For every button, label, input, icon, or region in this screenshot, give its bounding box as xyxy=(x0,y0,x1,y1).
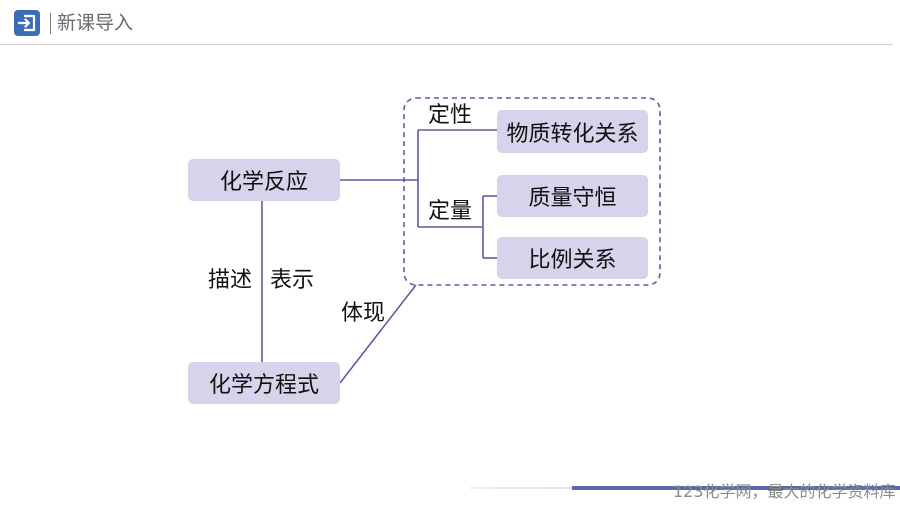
label-qualitative: 定性 xyxy=(428,103,473,128)
header-divider xyxy=(0,44,893,45)
node-substance-transformation: 物质转化关系 xyxy=(497,110,648,153)
label-embody: 体现 xyxy=(341,301,386,326)
page-title: 新课导入 xyxy=(57,12,134,34)
node-mass-conservation: 质量守恒 xyxy=(497,175,648,217)
return-arrow-icon xyxy=(14,10,40,36)
label-represent: 表示 xyxy=(270,268,315,293)
footer-watermark: 123化学网，最大的化学资料库 xyxy=(673,482,896,501)
label-quantitative: 定量 xyxy=(428,199,473,224)
icon-arrow xyxy=(17,18,31,28)
header-separator xyxy=(50,13,51,34)
icon-frame xyxy=(24,14,36,32)
node-chemical-equation: 化学方程式 xyxy=(188,362,340,404)
node-proportion-relation: 比例关系 xyxy=(497,237,648,279)
node-chemical-reaction: 化学反应 xyxy=(188,159,340,201)
label-describe: 描述 xyxy=(208,268,253,293)
edge-equation-group xyxy=(339,284,417,384)
footer-rule-accent xyxy=(572,486,900,490)
